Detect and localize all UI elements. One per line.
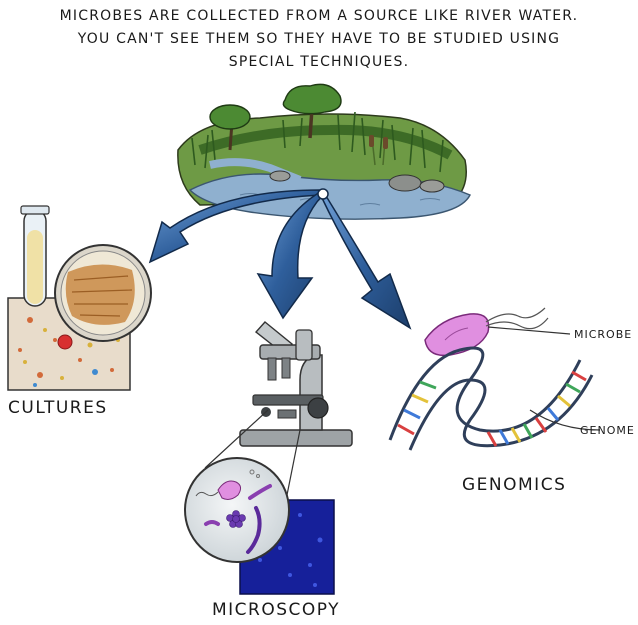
magnified-view xyxy=(184,409,301,563)
caption-line-3: SPECIAL TECHNIQUES. xyxy=(228,54,410,70)
source-point-dot xyxy=(317,188,329,200)
tree-left xyxy=(209,104,251,151)
microscopy-label: MICROSCOPY xyxy=(212,600,341,620)
caption-line-2: YOU CAN'T SEE THEM SO THEY HAVE TO BE ST… xyxy=(77,31,561,47)
arrows xyxy=(148,188,412,330)
tree-right xyxy=(282,83,342,139)
cultures-label: CULTURES xyxy=(8,398,108,418)
arrow-to-microscopy xyxy=(256,190,323,320)
microbe-illustration xyxy=(424,307,549,357)
dna-helix xyxy=(388,346,594,451)
microbe-label: MICROBE xyxy=(574,328,633,341)
arrow-to-genomics xyxy=(321,195,412,330)
microbe-pointer-line xyxy=(487,326,571,335)
genome-label: GENOME xyxy=(580,424,635,437)
genomics-label: GENOMICS xyxy=(462,475,567,495)
river-scene xyxy=(177,83,471,220)
microbe-shapes xyxy=(195,469,272,554)
microscope-illustration xyxy=(239,321,353,447)
arrow-to-cultures xyxy=(148,189,321,264)
cultures-illustration xyxy=(7,205,152,391)
genome-pointer-line xyxy=(529,409,601,431)
caption-line-1: MICROBES ARE COLLECTED FROM A SOURCE LIK… xyxy=(59,8,579,24)
